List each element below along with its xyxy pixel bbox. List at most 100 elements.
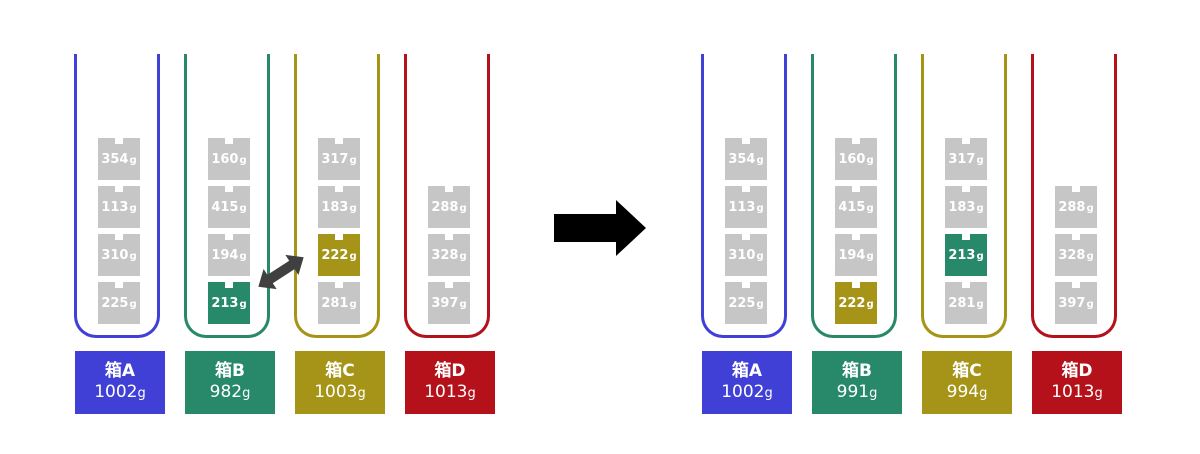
item-unit: g	[866, 155, 874, 166]
box-name: 箱C	[952, 361, 982, 381]
item-weight: 222	[838, 295, 866, 311]
item-weight: 397	[431, 295, 459, 311]
item-weight: 281	[948, 295, 976, 311]
item-unit: g	[129, 203, 137, 214]
box-total-value: 991	[836, 382, 870, 402]
box-total-value: 1003	[314, 382, 358, 402]
item-weight: 194	[211, 247, 239, 263]
box-total-weight: 994g	[947, 382, 988, 404]
item-weight: 213	[948, 247, 976, 263]
item-weight: 281	[321, 295, 349, 311]
box-total-unit: g	[137, 386, 146, 401]
item-unit: g	[349, 251, 357, 262]
item-unit: g	[349, 203, 357, 214]
box-total-value: 982	[209, 382, 243, 402]
item-weight: 225	[101, 295, 129, 311]
item-unit: g	[459, 203, 467, 214]
box-name: 箱B	[842, 361, 872, 381]
item-unit: g	[866, 203, 874, 214]
item-weight: 113	[101, 199, 129, 215]
box-total-unit: g	[1094, 386, 1103, 401]
item-weight: 288	[1058, 199, 1086, 215]
box-total-value: 1002	[94, 382, 138, 402]
box-name: 箱D	[1061, 361, 1093, 381]
item-weight: 354	[728, 151, 756, 167]
item-weight: 160	[838, 151, 866, 167]
box-total-weight: 1002g	[94, 382, 146, 404]
item-unit: g	[866, 299, 874, 310]
box-total-value: 1013	[1051, 382, 1095, 402]
item-unit: g	[1086, 203, 1094, 214]
box-total-value: 994	[946, 382, 980, 402]
box-total-weight: 1013g	[1051, 382, 1103, 404]
item-unit: g	[756, 299, 764, 310]
item-unit: g	[129, 251, 137, 262]
box-total-unit: g	[467, 386, 476, 401]
box-total-weight: 991g	[837, 382, 878, 404]
item-weight: 222	[321, 247, 349, 263]
item-weight: 225	[728, 295, 756, 311]
item-weight: 113	[728, 199, 756, 215]
item-weight: 415	[838, 199, 866, 215]
item-unit: g	[866, 251, 874, 262]
item-weight: 194	[838, 247, 866, 263]
item-weight: 310	[728, 247, 756, 263]
box-name: 箱A	[731, 361, 763, 381]
box-total-unit: g	[357, 386, 366, 401]
item-unit: g	[1086, 251, 1094, 262]
item-unit: g	[756, 203, 764, 214]
box-name: 箱C	[325, 361, 355, 381]
item-unit: g	[239, 299, 247, 310]
item-weight: 183	[321, 199, 349, 215]
box-total-weight: 1013g	[424, 382, 476, 404]
box-c-container	[921, 54, 1007, 338]
item-weight: 397	[1058, 295, 1086, 311]
box-d-container	[1031, 54, 1117, 338]
box-b-container	[811, 54, 897, 338]
item-unit: g	[349, 155, 357, 166]
item-unit: g	[239, 203, 247, 214]
item-unit: g	[756, 251, 764, 262]
item-weight: 213	[211, 295, 239, 311]
item-weight: 317	[321, 151, 349, 167]
right-arrow-icon	[554, 200, 646, 256]
box-total-unit: g	[869, 386, 878, 401]
item-unit: g	[976, 155, 984, 166]
item-unit: g	[459, 251, 467, 262]
item-weight: 183	[948, 199, 976, 215]
box-name: 箱D	[434, 361, 466, 381]
item-unit: g	[459, 299, 467, 310]
box-total-unit: g	[979, 386, 988, 401]
box-b-container	[184, 54, 270, 338]
